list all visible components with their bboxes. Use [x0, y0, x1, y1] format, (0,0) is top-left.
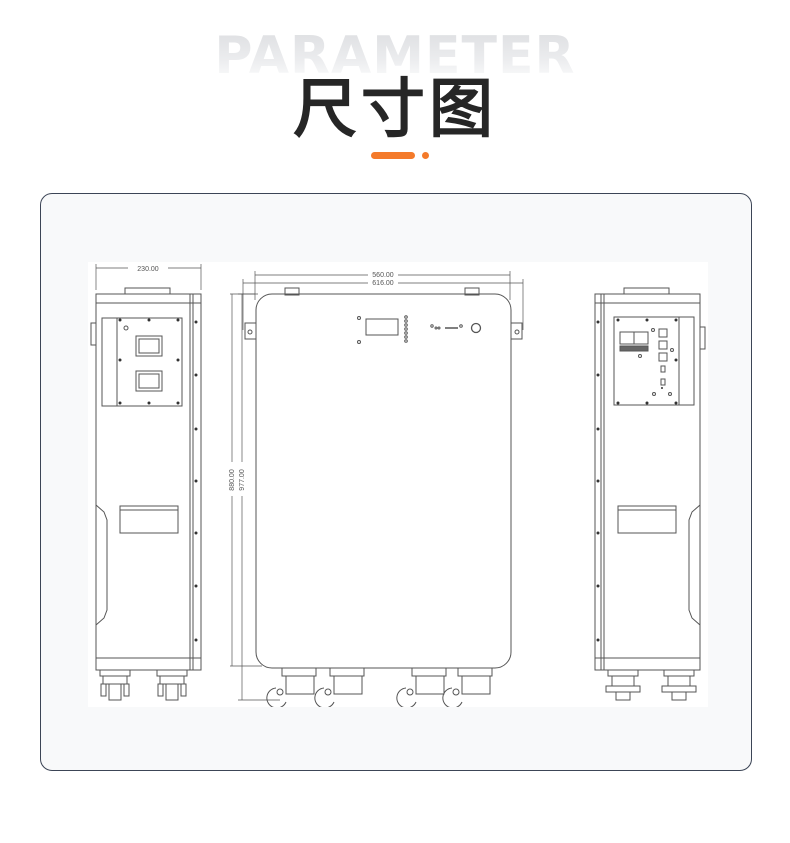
left-side-view: 230.00 [90, 264, 202, 701]
drawing-area: 230.00 [88, 262, 708, 709]
front-view: 560.00 616.00 880.00 977.00 [226, 271, 524, 709]
front-casters [266, 667, 493, 709]
dimension-977: 977.00 [239, 469, 246, 491]
dimension-230: 230.00 [137, 266, 159, 273]
background-watermark-word: PARAMETER [0, 26, 790, 86]
title-accent-dot [422, 152, 429, 159]
dimension-880: 880.00 [229, 469, 236, 491]
page-title: 尺寸图 [293, 73, 497, 147]
left-casters [99, 669, 188, 701]
right-casters [605, 669, 697, 701]
right-side-view [594, 287, 706, 701]
dimension-616: 616.00 [372, 280, 394, 287]
title-accent-bar [371, 152, 415, 159]
dimension-560: 560.00 [372, 272, 394, 279]
